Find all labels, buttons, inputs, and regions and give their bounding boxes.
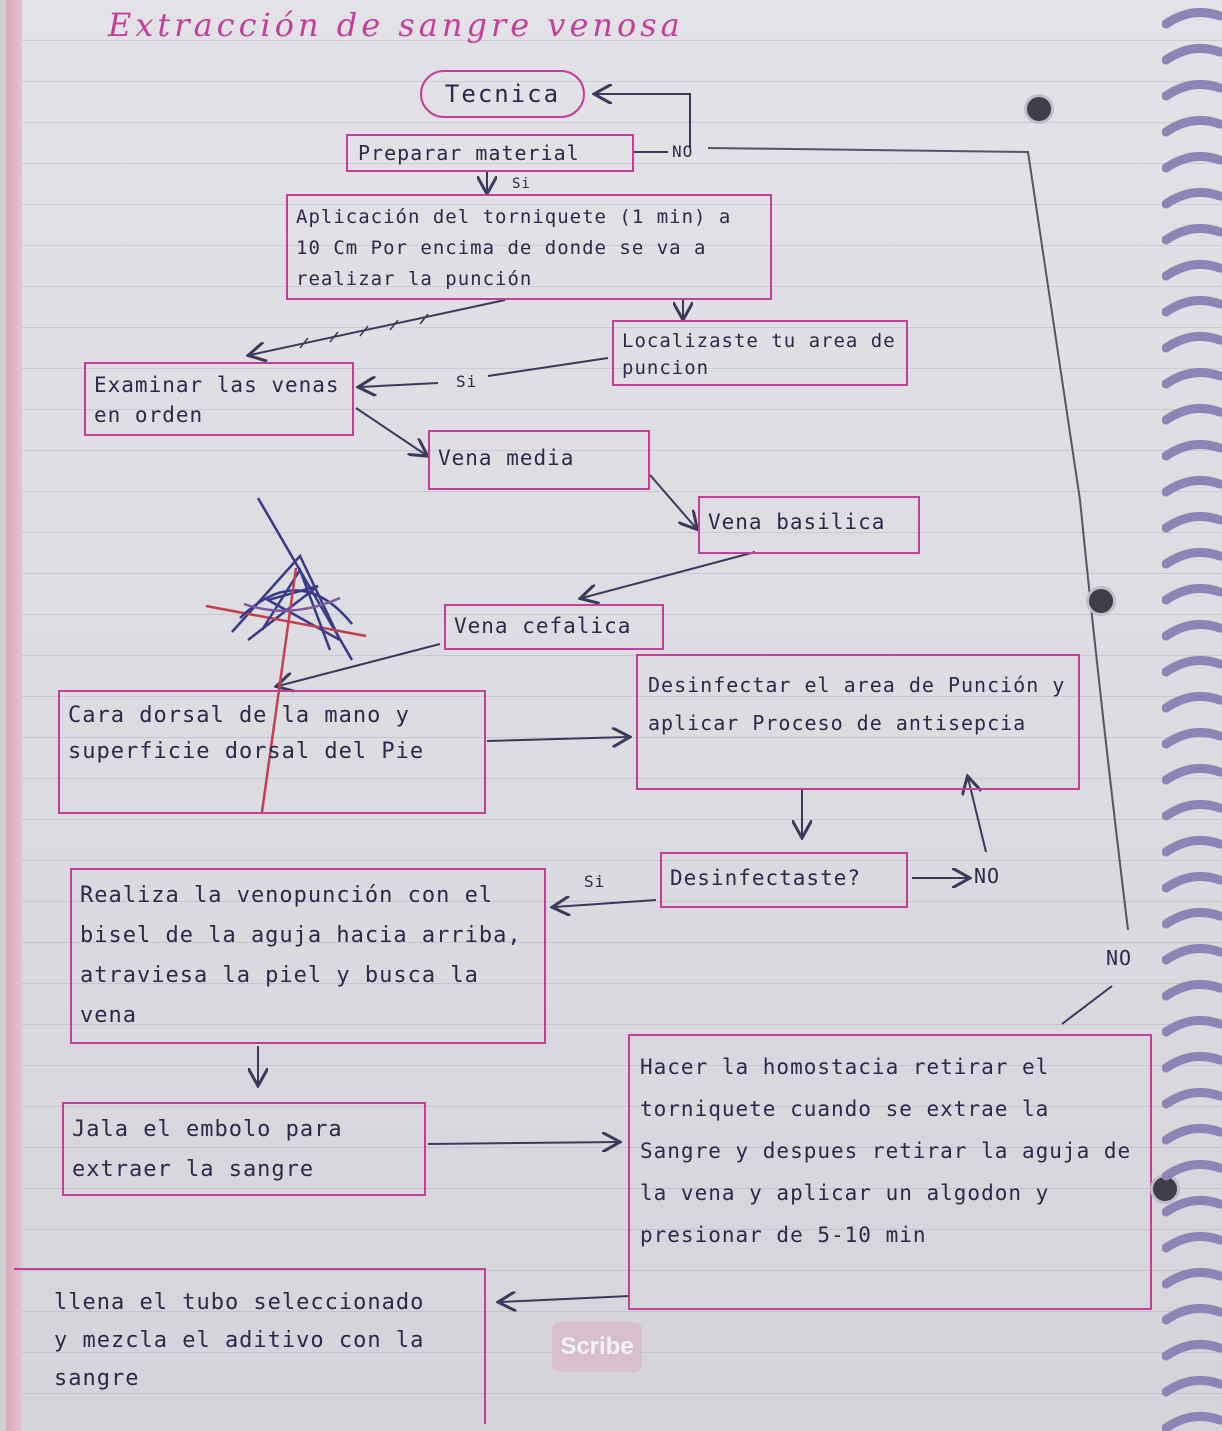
connector-cefalica-cara	[278, 643, 441, 686]
connector-localizaste-examinar	[487, 357, 609, 377]
node-llena-tubo: llena el tubo seleccionado y mezcla el a…	[14, 1268, 486, 1424]
connector-desinfectaste-realiza	[554, 900, 657, 907]
spiral-loop	[1162, 1231, 1222, 1253]
spiral-loop	[1162, 1159, 1222, 1181]
spiral-loop	[1162, 547, 1222, 569]
node-desinfectaste: Desinfectaste?	[660, 852, 908, 908]
spiral-loop	[1162, 943, 1222, 965]
label-si-localizaste: Si	[456, 372, 478, 391]
spiral-loop	[1162, 1375, 1222, 1397]
spiral-loop	[1162, 259, 1222, 281]
page-margin	[6, 0, 22, 1431]
node-realiza-venopuncion: Realiza la venopunción con el bisel de l…	[70, 868, 546, 1044]
spiral-loop	[1162, 1015, 1222, 1037]
node-examinar-venas: Examinar las venas en orden	[84, 362, 354, 436]
spiral-loop	[1162, 619, 1222, 641]
connector-no-right	[707, 147, 1129, 931]
label-si-desinfectaste: Si	[584, 872, 606, 891]
connector-basilica-cefalica	[582, 551, 756, 598]
spiral-loop	[1162, 475, 1222, 497]
spiral-loop	[1162, 79, 1222, 101]
connector-hemostasia-llena	[500, 1296, 631, 1302]
spiral-loop	[1162, 655, 1222, 677]
connector-si-examinar	[360, 383, 439, 387]
node-desinfectar: Desinfectar el area de Punción y aplicar…	[636, 654, 1080, 790]
spiral-loop	[1162, 223, 1222, 245]
label-no-right: NO	[1106, 946, 1133, 970]
spiral-loop	[1162, 799, 1222, 821]
spiral-loop	[1162, 403, 1222, 425]
page-title: Extracción de sangre venosa	[108, 6, 684, 44]
start-node: Tecnica	[420, 70, 585, 118]
node-vena-basilica: Vena basilica	[698, 496, 920, 554]
spiral-loop	[1162, 1303, 1222, 1325]
connector-crossed-out	[250, 299, 506, 355]
spiral-loop	[1162, 7, 1222, 29]
spiral-loop	[1162, 871, 1222, 893]
label-no-preparar: NO	[672, 142, 694, 161]
node-jala-embolo: Jala el embolo para extraer la sangre	[62, 1102, 426, 1196]
spiral-loop	[1162, 115, 1222, 137]
spiral-loop	[1162, 1087, 1222, 1109]
spiral-loop	[1162, 1267, 1222, 1289]
spiral-loop	[1162, 367, 1222, 389]
scribble-icon	[205, 497, 367, 813]
node-cara-dorsal: Cara dorsal de la mano y superficie dors…	[58, 690, 486, 814]
spiral-loop	[1162, 151, 1222, 173]
node-vena-cefalica: Vena cefalica	[444, 604, 664, 650]
spiral-loop	[1162, 331, 1222, 353]
spiral-loop	[1162, 763, 1222, 785]
spiral-loop	[1162, 1411, 1222, 1431]
connector-no-hemostasia	[1061, 985, 1113, 1025]
spiral-loop	[1162, 1051, 1222, 1073]
connector-examinar-media	[355, 407, 426, 455]
spiral-loop	[1162, 295, 1222, 317]
spiral-loop	[1162, 835, 1222, 857]
spiral-loop	[1162, 979, 1222, 1001]
spiral-icon	[1162, 7, 1222, 1431]
punch-hole	[1086, 586, 1116, 616]
node-preparar-material: Preparar material	[346, 134, 634, 172]
spiral-loop	[1162, 43, 1222, 65]
node-hemostasia: Hacer la homostacia retirar el torniquet…	[628, 1034, 1152, 1310]
spiral-loop	[1162, 1339, 1222, 1361]
connector-no-back	[596, 94, 691, 148]
label-no-desinfectaste: NO	[974, 864, 1001, 888]
notebook-page	[6, 0, 1222, 1431]
connector-no-desinfectar	[968, 778, 987, 853]
spiral-loop	[1162, 439, 1222, 461]
connector-cara-desinfectar	[486, 737, 628, 741]
spiral-loop	[1162, 187, 1222, 209]
spiral-loop	[1162, 907, 1222, 929]
connector-media-basilica	[649, 474, 696, 528]
spiral-loop	[1162, 1123, 1222, 1145]
connector-jala-hemostasia	[427, 1142, 618, 1144]
spiral-loop	[1162, 691, 1222, 713]
spiral-loop	[1162, 583, 1222, 605]
node-torniquete: Aplicación del torniquete (1 min) a 10 C…	[286, 194, 772, 300]
scribe-watermark: Scribe	[552, 1322, 642, 1372]
label-si-preparar: Si	[512, 176, 531, 192]
spiral-loop	[1162, 1195, 1222, 1217]
node-localizaste: Localizaste tu area de puncion	[612, 320, 908, 386]
spiral-loop	[1162, 511, 1222, 533]
punch-hole	[1024, 94, 1054, 124]
node-vena-media: Vena media	[428, 430, 650, 490]
spiral-loop	[1162, 727, 1222, 749]
